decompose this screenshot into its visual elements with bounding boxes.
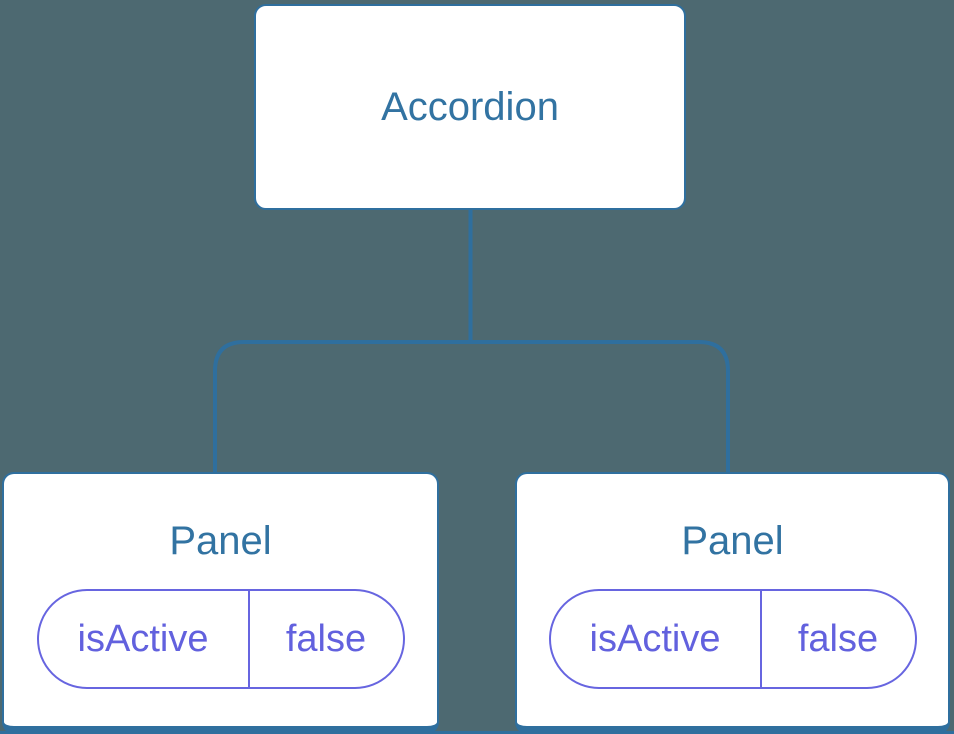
- state-key-cell: isActive: [551, 591, 762, 687]
- state-pill: isActive false: [36, 589, 405, 689]
- state-pill: isActive false: [548, 589, 917, 689]
- panel-node-right: Panel isActive false: [515, 472, 950, 734]
- state-value-cell: false: [285, 617, 367, 660]
- cropped-row-top-edge: [0, 731, 954, 734]
- state-value-cell: false: [797, 617, 879, 660]
- panel-node-left: Panel isActive false: [2, 472, 439, 734]
- panel-node-label: Panel: [681, 519, 784, 563]
- accordion-node-label: Accordion: [381, 85, 559, 129]
- state-key-cell: isActive: [39, 591, 250, 687]
- panel-node-label: Panel: [169, 519, 272, 563]
- accordion-node: Accordion: [254, 4, 686, 210]
